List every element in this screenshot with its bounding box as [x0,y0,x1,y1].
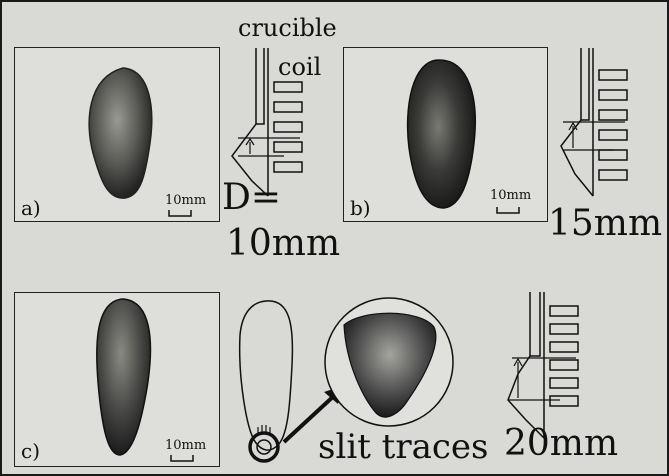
slit-traces-label: slit traces [318,430,488,464]
panel-a-diameter: 10mm [226,226,340,262]
diameter-prefix: D= [222,180,281,216]
slit-traces-zoom [322,295,456,429]
panel-a-scale-label: 10mm [165,194,206,207]
panel-a-photo: a) 10mm [14,47,220,222]
panel-b-scale-bar [496,205,526,215]
panel-b-letter: b) [350,198,371,218]
panel-c-scale-label: 10mm [165,439,206,452]
panel-b-diameter: 15mm [548,206,662,242]
crucible-coil-diagram-c [500,290,590,440]
crucible-coil-diagram-b [553,46,643,196]
panel-c-scale-bar [170,453,200,463]
crucible-coil-diagram-a [224,46,314,196]
panel-c-photo: c) 10mm [14,292,220,467]
panel-b-scale-label: 10mm [490,189,531,202]
panel-a-letter: a) [21,198,41,218]
panel-a-scale-bar [168,208,198,218]
panel-c-diameter: 20mm [504,426,618,462]
panel-b-photo: b) 10mm [343,47,548,222]
panel-c-letter: c) [21,441,40,461]
crucible-label: crucible [238,16,337,40]
